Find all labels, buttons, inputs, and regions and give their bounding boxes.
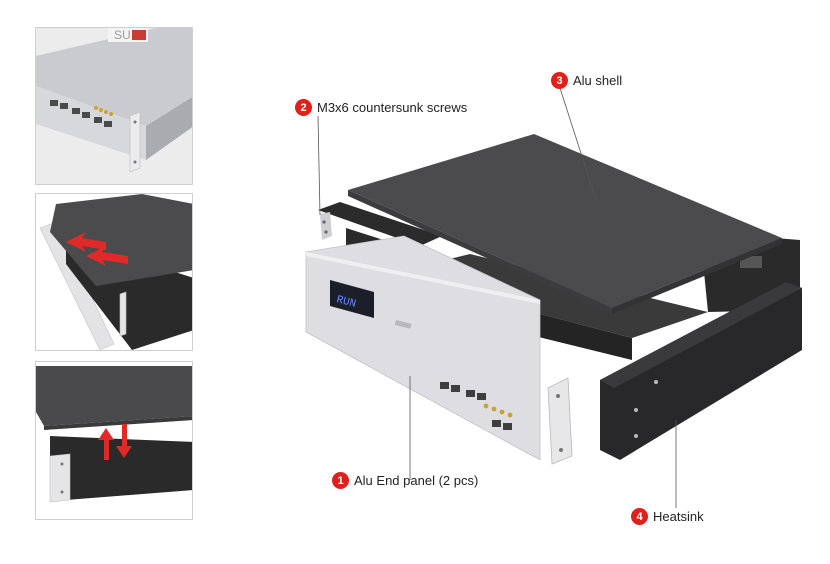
ethernet-ports: [50, 100, 112, 127]
callout-heatsink: 4 Heatsink: [631, 508, 704, 525]
callout-number-marker: 1: [332, 472, 349, 489]
callout-label: Alu End panel (2 pcs): [354, 473, 479, 488]
case-side: [146, 97, 192, 160]
callout-label: M3x6 countersunk screws: [317, 100, 468, 115]
shell: [36, 366, 192, 426]
rear-rail: [318, 202, 442, 246]
callout-number-marker: 4: [631, 508, 648, 525]
logo-text: SU: [114, 28, 131, 42]
thumbnail-lower-shell: [35, 361, 193, 520]
leader-lines: [317, 87, 677, 508]
slide-arrows: [66, 232, 128, 266]
alu-shell: [348, 134, 782, 308]
shell: [50, 194, 192, 286]
logo-red-mark: [132, 30, 146, 40]
callout-alu-shell: 3 Alu shell: [551, 72, 622, 89]
display-window: [330, 280, 374, 318]
end-plate: [129, 111, 141, 173]
sma-connectors: [94, 106, 113, 116]
badge: [394, 320, 412, 329]
end-plate-small: [547, 377, 573, 465]
heatsink: [50, 436, 192, 500]
callout-end-panel: 1 Alu End panel (2 pcs): [332, 472, 478, 489]
leader-alu-shell: [559, 87, 597, 201]
callout-number-marker: 3: [551, 72, 568, 89]
thumbnail-assembled-case: SU: [35, 27, 193, 185]
callout-number-marker: 2: [295, 99, 312, 116]
end-panel: [49, 453, 71, 503]
screw-bracket: [320, 212, 332, 240]
end-panel: [39, 221, 115, 350]
case-top: [36, 28, 192, 126]
vertical-arrows: [98, 424, 132, 460]
callout-label: Heatsink: [653, 509, 704, 524]
thumbnail-slide-shell: [35, 193, 193, 351]
callout-label: Alu shell: [573, 73, 623, 88]
callout-screws: 2 M3x6 countersunk screws: [295, 99, 467, 116]
display-text: RUN: [335, 294, 357, 310]
lower-shell-illustration: [36, 362, 192, 519]
front-ethernet-ports: [440, 382, 512, 430]
leader-screws: [317, 115, 321, 216]
front-sma-connectors: [483, 403, 513, 418]
slide-shell-illustration: [36, 194, 192, 350]
assembled-case-illustration: SU: [36, 28, 192, 184]
end-plate: [119, 291, 127, 337]
heatsink: [600, 282, 802, 460]
